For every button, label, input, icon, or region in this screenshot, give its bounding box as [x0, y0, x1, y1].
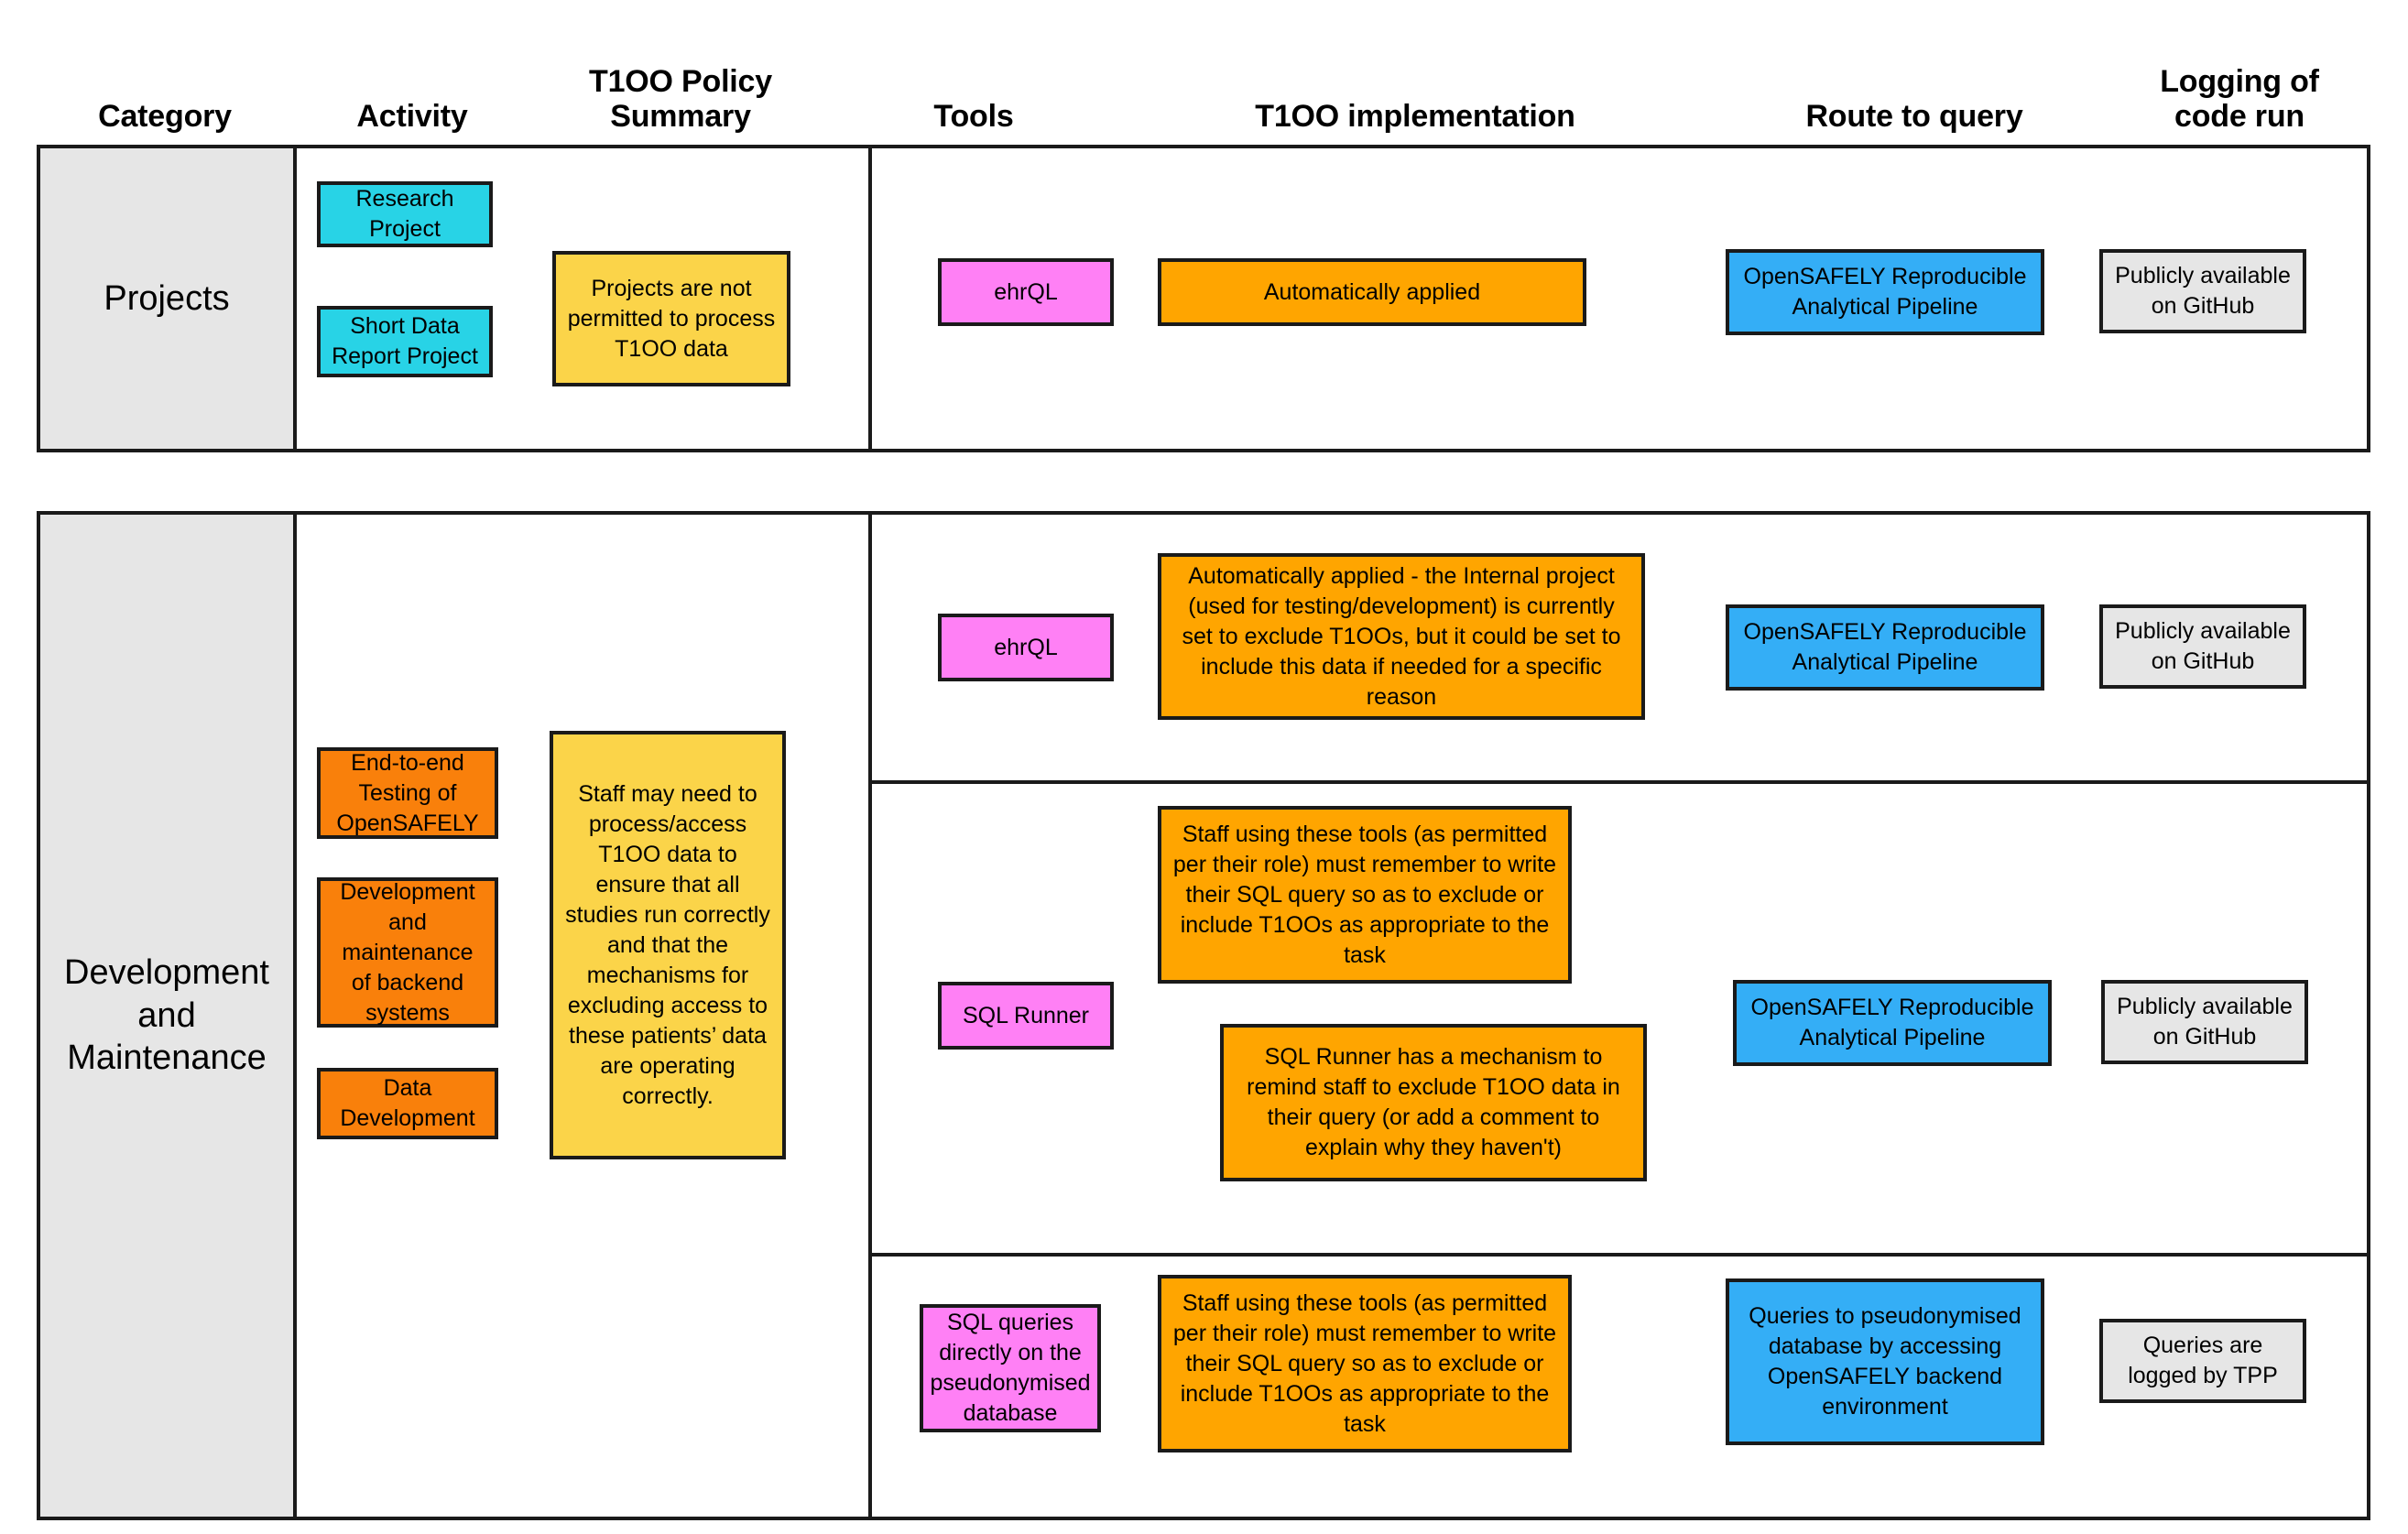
- implementation-box[interactable]: Staff using these tools (as permitted pe…: [1158, 806, 1572, 984]
- activity-zone-development: End-to-end Testing of OpenSAFELY Develop…: [300, 515, 868, 1517]
- implementation-box[interactable]: Automatically applied: [1158, 258, 1586, 326]
- policy-summary-box[interactable]: Projects are not permitted to process T1…: [552, 251, 790, 386]
- matrix-grid: Projects Research Project Short Data Rep…: [37, 145, 2370, 1520]
- activity-box[interactable]: Data Development: [317, 1068, 498, 1139]
- implementation-box[interactable]: Staff using these tools (as permitted pe…: [1158, 1275, 1572, 1452]
- implementation-box[interactable]: Automatically applied - the Internal pro…: [1158, 553, 1645, 720]
- tool-box[interactable]: SQL queries directly on the pseudonymise…: [920, 1304, 1101, 1432]
- tool-box[interactable]: ehrQL: [938, 258, 1114, 326]
- route-to-query-box[interactable]: OpenSAFELY Reproducible Analytical Pipel…: [1726, 249, 2044, 335]
- activity-box[interactable]: Development and maintenance of backend s…: [317, 877, 498, 1028]
- column-header-tools: Tools: [933, 98, 1014, 134]
- category-cell-projects: Projects: [40, 148, 297, 449]
- row-projects: Projects Research Project Short Data Rep…: [37, 145, 2370, 452]
- route-to-query-box[interactable]: OpenSAFELY Reproducible Analytical Pipel…: [1726, 604, 2044, 691]
- category-label: Projects: [104, 278, 230, 318]
- activity-box[interactable]: Research Project: [317, 181, 493, 247]
- column-header-route-to-query: Route to query: [1805, 98, 2023, 134]
- column-header-category: Category: [98, 98, 232, 134]
- policy-summary-box[interactable]: Staff may need to process/access T1OO da…: [550, 731, 786, 1159]
- logging-box[interactable]: Publicly available on GitHub: [2099, 249, 2306, 333]
- route-to-query-box[interactable]: Queries to pseudonymised database by acc…: [1726, 1278, 2044, 1445]
- column-header-policy-summary: T1OO Policy Summary: [589, 63, 772, 134]
- logging-box[interactable]: Publicly available on GitHub: [2099, 604, 2306, 689]
- right-zone-projects: ehrQL Automatically applied OpenSAFELY R…: [872, 148, 2367, 449]
- subrow: SQL queries directly on the pseudonymise…: [872, 1253, 2367, 1520]
- category-cell-development-and-maintenance: Development and Maintenance: [40, 515, 297, 1517]
- tool-box[interactable]: ehrQL: [938, 614, 1114, 681]
- column-header-activity: Activity: [356, 98, 468, 134]
- column-header-implementation: T1OO implementation: [1255, 98, 1575, 134]
- column-header-row: Category Activity T1OO Policy Summary To…: [0, 0, 2408, 145]
- activity-box[interactable]: End-to-end Testing of OpenSAFELY: [317, 747, 498, 839]
- activity-zone-projects: Research Project Short Data Report Proje…: [300, 148, 868, 449]
- activity-box[interactable]: Short Data Report Project: [317, 306, 493, 377]
- vertical-divider-activity-tools: [868, 148, 872, 449]
- vertical-divider-activity-tools: [868, 515, 872, 1517]
- subrow: SQL Runner Staff using these tools (as p…: [872, 780, 2367, 1253]
- right-zone-development: ehrQL Automatically applied - the Intern…: [872, 515, 2367, 1517]
- tool-box[interactable]: SQL Runner: [938, 982, 1114, 1050]
- implementation-box[interactable]: SQL Runner has a mechanism to remind sta…: [1220, 1024, 1647, 1181]
- row-development-and-maintenance: Development and Maintenance End-to-end T…: [37, 511, 2370, 1520]
- route-to-query-box[interactable]: OpenSAFELY Reproducible Analytical Pipel…: [1733, 980, 2052, 1066]
- column-header-logging: Logging of code run: [2160, 63, 2319, 134]
- logging-box[interactable]: Queries are logged by TPP: [2099, 1319, 2306, 1403]
- category-label: Development and Maintenance: [64, 953, 269, 1078]
- subrow: ehrQL Automatically applied - the Intern…: [872, 515, 2367, 780]
- subrow: ehrQL Automatically applied OpenSAFELY R…: [872, 148, 2367, 449]
- logging-box[interactable]: Publicly available on GitHub: [2101, 980, 2308, 1064]
